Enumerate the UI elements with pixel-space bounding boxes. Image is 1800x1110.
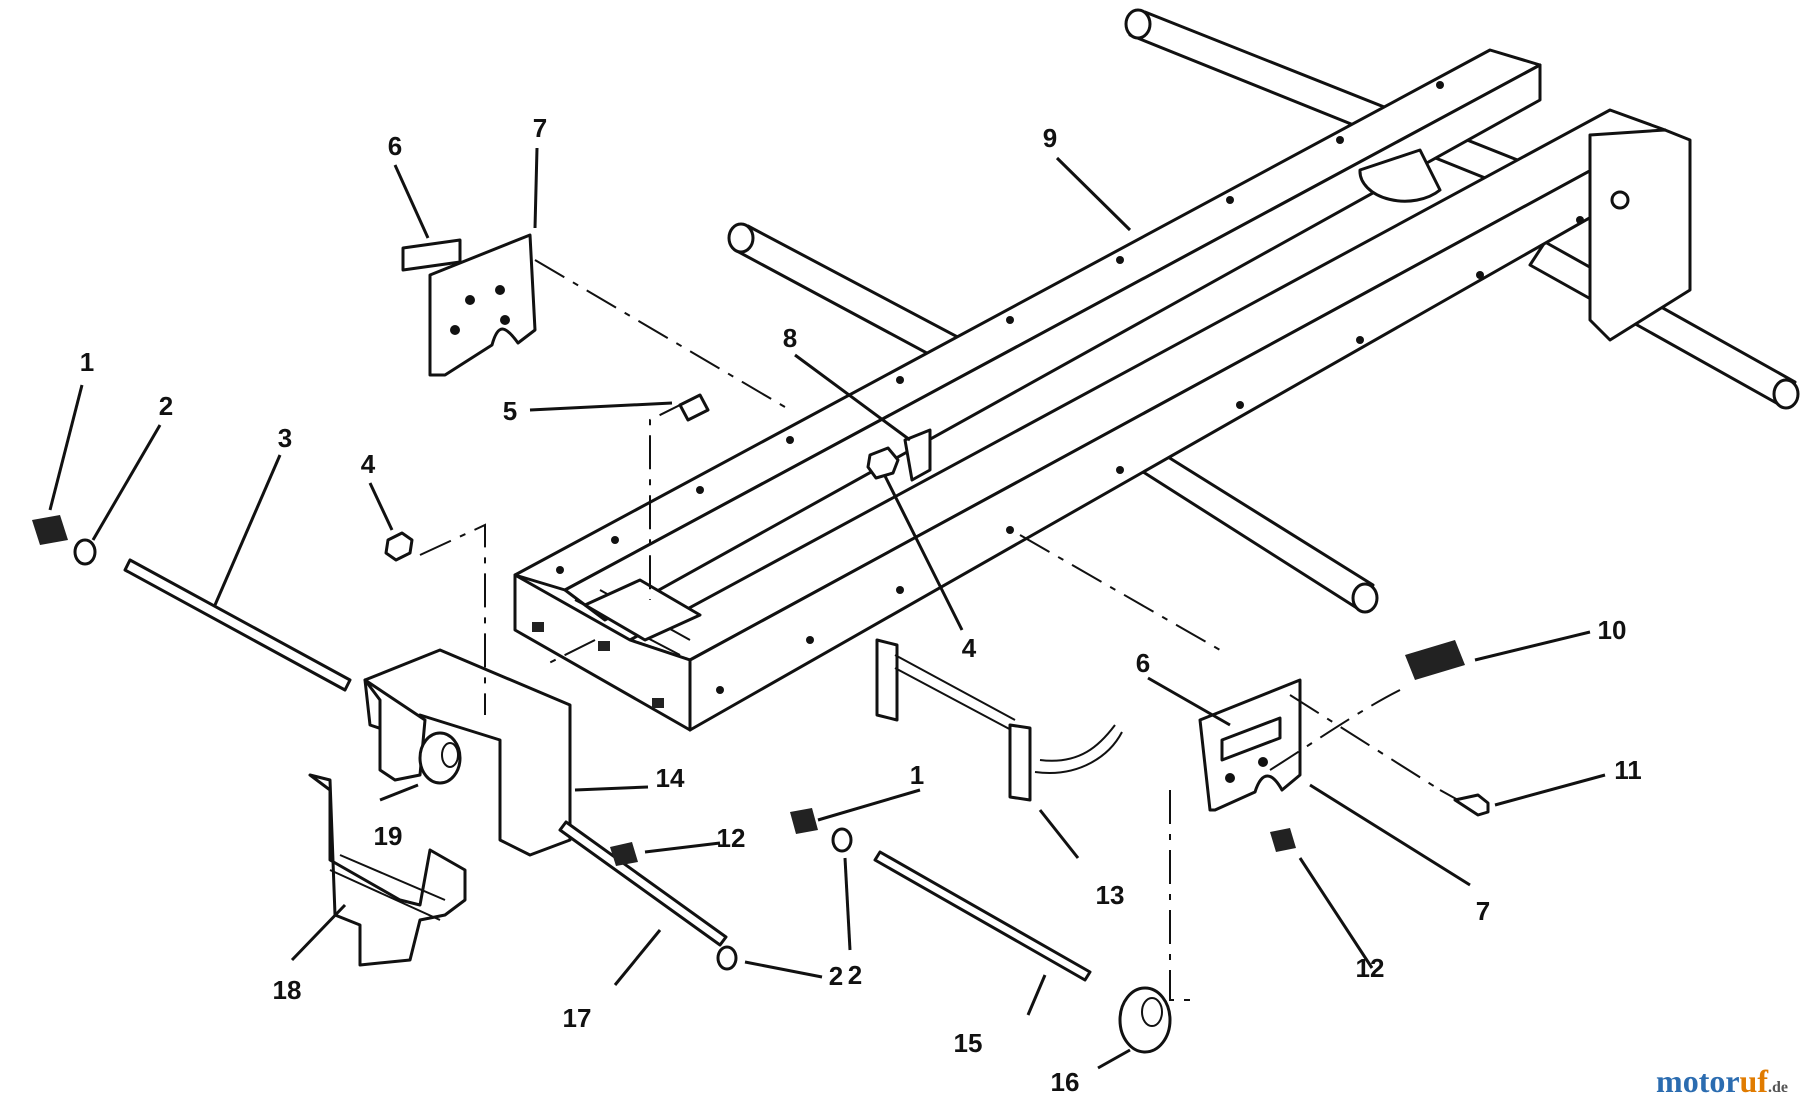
right-rail-top bbox=[628, 108, 1667, 662]
spacer-10 bbox=[1405, 640, 1465, 680]
bolt-11-head bbox=[1453, 793, 1490, 817]
rear-tube-top-end bbox=[1124, 8, 1152, 40]
callout-11: 11 bbox=[1614, 755, 1642, 785]
front-tube bbox=[1138, 445, 1375, 612]
callout-10: 10 bbox=[1598, 615, 1627, 645]
left-plate-assembly bbox=[401, 233, 537, 377]
side-plate-left bbox=[428, 233, 537, 377]
rear-plate bbox=[1588, 128, 1692, 342]
wheel-16 bbox=[1118, 986, 1172, 1054]
callout-7-right: 7 bbox=[1476, 896, 1490, 926]
callout-7-top: 7 bbox=[533, 113, 547, 143]
bolt-5 bbox=[678, 393, 710, 422]
callout-17: 17 bbox=[563, 1003, 592, 1033]
callout-3: 3 bbox=[278, 423, 292, 453]
right-plate-assembly bbox=[1198, 640, 1490, 852]
front-tube-end bbox=[1351, 582, 1379, 614]
callout-2: 2 bbox=[159, 391, 173, 421]
callout-14: 14 bbox=[656, 763, 685, 793]
bracket-8 bbox=[903, 428, 932, 482]
callout-12-left: 12 bbox=[717, 823, 746, 853]
bar-13-rod bbox=[894, 654, 1016, 733]
callout-15: 15 bbox=[954, 1028, 983, 1058]
setscrew-12-right bbox=[1270, 828, 1296, 852]
bolt-11-shank bbox=[1439, 789, 1459, 801]
watermark-logo: motoruf.de bbox=[1656, 1063, 1788, 1100]
callout-16: 16 bbox=[1051, 1067, 1080, 1097]
decal-right bbox=[1220, 716, 1282, 762]
washer-2-mid bbox=[716, 945, 738, 971]
setscrew-1-centre bbox=[790, 808, 818, 834]
washer-2-left bbox=[73, 538, 97, 566]
rod-3 bbox=[123, 558, 352, 692]
spool-19 bbox=[418, 731, 462, 785]
setscrew-12-left bbox=[610, 842, 638, 866]
centre-hardware bbox=[790, 428, 1172, 1054]
callouts: 1 1 2 2 2 3 4 4 5 6 6 7 7 8 9 10 11 12 1… bbox=[80, 113, 1642, 1097]
left-hardware bbox=[32, 393, 738, 971]
bracket-14-ear bbox=[363, 678, 427, 782]
watermark-part3: .de bbox=[1768, 1079, 1788, 1096]
access-window bbox=[583, 578, 702, 642]
leader-lines bbox=[48, 147, 1606, 1070]
callout-4-left: 4 bbox=[361, 449, 376, 479]
callout-13: 13 bbox=[1096, 880, 1125, 910]
front-crossmember bbox=[513, 573, 692, 732]
bar-13-plate-a bbox=[875, 638, 899, 722]
frame-holes bbox=[532, 81, 1584, 708]
rear-pulley bbox=[1358, 148, 1442, 203]
bracket-18 bbox=[308, 773, 467, 967]
callout-18: 18 bbox=[273, 975, 302, 1005]
callout-1: 1 bbox=[80, 347, 94, 377]
callout-4-centre: 4 bbox=[962, 633, 977, 663]
callout-1-centre: 1 bbox=[910, 760, 924, 790]
callout-19: 19 bbox=[374, 821, 403, 851]
callout-2-centre: 2 bbox=[848, 960, 862, 990]
side-tube-right-end bbox=[1772, 378, 1800, 410]
rear-plate-bolt bbox=[1610, 190, 1630, 210]
callout-5: 5 bbox=[503, 396, 517, 426]
callout-6-left: 6 bbox=[388, 131, 402, 161]
setscrew-1-left bbox=[32, 515, 68, 545]
bar-13-plate-b bbox=[1008, 723, 1032, 802]
callout-2-right: 2 bbox=[829, 961, 843, 991]
watermark-part1: motor bbox=[1656, 1063, 1740, 1099]
nut-4-centre bbox=[866, 446, 900, 480]
front-left-bracket bbox=[308, 648, 572, 967]
rear-tube-left-end bbox=[727, 222, 755, 254]
bar-13-bend bbox=[1034, 724, 1123, 774]
nut-4-left bbox=[384, 531, 414, 562]
main-frame bbox=[513, 8, 1800, 732]
washer-2-centre bbox=[831, 827, 853, 853]
rod-17 bbox=[558, 820, 728, 947]
callout-9: 9 bbox=[1043, 123, 1057, 153]
callout-6-right: 6 bbox=[1136, 648, 1150, 678]
rod-15 bbox=[873, 850, 1092, 982]
callout-12-right: 12 bbox=[1356, 953, 1385, 983]
callout-8: 8 bbox=[783, 323, 797, 353]
bracket-18-shaft bbox=[329, 854, 446, 921]
assembly-lines bbox=[419, 259, 1441, 1001]
watermark-part2: uf bbox=[1739, 1063, 1768, 1099]
